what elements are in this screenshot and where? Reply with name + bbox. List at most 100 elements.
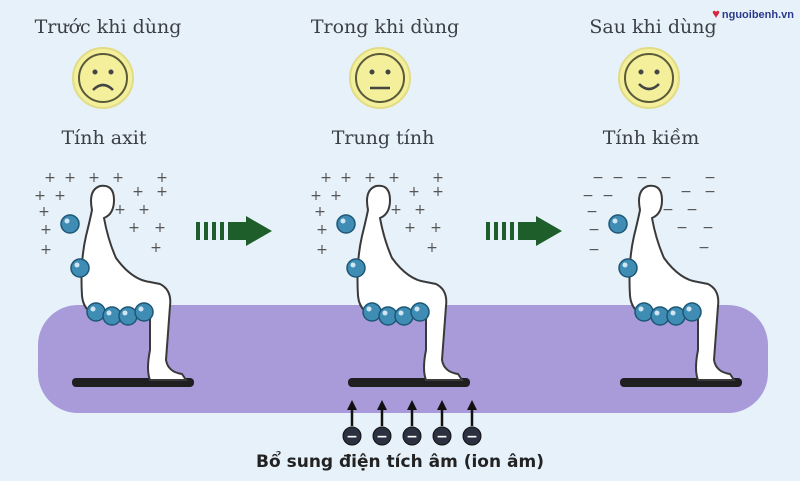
negative-ion-icon: − (342, 400, 362, 446)
charge-cloud: −−−−−−−−−−−−−−−−− (582, 170, 716, 258)
charge-symbol: − (704, 170, 716, 186)
negative-ion-icon: − (402, 400, 422, 446)
bead-highlight (64, 218, 70, 224)
logo-text: nguoibenh.vn (721, 9, 794, 21)
bead-highlight (654, 310, 660, 316)
bead-highlight (366, 306, 372, 312)
charge-symbol: − (588, 222, 600, 238)
seated-figure (608, 184, 742, 387)
negative-ion-icon: − (372, 400, 392, 446)
negative-ion-icon: − (462, 400, 482, 446)
charge-symbol: − (686, 202, 698, 218)
charge-symbol: + (340, 170, 352, 186)
charge-symbol: + (40, 242, 52, 258)
mat-band (38, 305, 768, 413)
ion-ball (402, 426, 422, 446)
charge-symbol: + (314, 204, 326, 220)
ion-sign: − (436, 429, 448, 445)
bead-highlight (138, 306, 144, 312)
charge-symbol: + (138, 202, 150, 218)
sad-face-icon (72, 47, 134, 109)
ion-arrow-head (347, 400, 357, 410)
charge-symbol: + (330, 188, 342, 204)
bead-highlight (670, 310, 676, 316)
bead-highlight (106, 310, 112, 316)
bead-highlight (622, 262, 628, 268)
body-outline (628, 184, 736, 381)
ion-sign: − (376, 429, 388, 445)
bead (682, 302, 702, 322)
bead-highlight (122, 310, 128, 316)
charge-symbol: + (40, 222, 52, 238)
bead-highlight (398, 310, 404, 316)
charge-symbol: − (660, 170, 672, 186)
neutral-face-icon (349, 47, 411, 109)
charge-symbol: + (44, 170, 56, 186)
stage-3-title: Sau khi dùng (589, 16, 717, 38)
ion-arrow-head (377, 400, 387, 410)
charge-symbol: + (112, 170, 124, 186)
stage-2-title: Trong khi dùng (310, 16, 460, 38)
bead (134, 302, 154, 322)
ion-arrow-head (437, 400, 447, 410)
bead-highlight (382, 310, 388, 316)
charge-cloud: +++++++++++++++++ (310, 170, 444, 258)
bead (666, 306, 686, 326)
charge-symbol: − (602, 188, 614, 204)
bead (118, 306, 138, 326)
charge-symbol: + (156, 170, 168, 186)
charge-symbol: + (64, 170, 76, 186)
body-outline (356, 184, 464, 381)
charge-symbol: + (432, 184, 444, 200)
charge-symbol: − (586, 204, 598, 220)
charge-cloud: +++++++++++++++++ (34, 170, 168, 258)
stage-1-title: Trước khi dùng (34, 16, 182, 38)
charge-symbol: − (704, 184, 716, 200)
seated-figure (60, 184, 194, 387)
bead (634, 302, 654, 322)
charge-symbol: + (408, 184, 420, 200)
charge-symbol: + (364, 170, 376, 186)
charge-symbol: − (698, 240, 710, 256)
charge-symbol: + (128, 220, 140, 236)
bead (86, 302, 106, 322)
charge-symbol: − (662, 202, 674, 218)
bead (394, 306, 414, 326)
charge-symbol: − (612, 170, 624, 186)
charge-symbol: + (432, 170, 444, 186)
bead-highlight (686, 306, 692, 312)
charge-symbol: + (316, 242, 328, 258)
charge-symbol: + (430, 220, 442, 236)
charge-symbol: + (150, 240, 162, 256)
charge-symbol: − (592, 170, 604, 186)
charge-symbol: + (320, 170, 332, 186)
stage-2-state: Trung tính (331, 127, 435, 149)
negative-ion-icon: − (432, 400, 452, 446)
bead (70, 258, 90, 278)
bead (618, 258, 638, 278)
happy-face-icon (618, 47, 680, 109)
charge-symbol: − (680, 184, 692, 200)
charge-symbol: + (38, 204, 50, 220)
charge-symbol: + (88, 170, 100, 186)
charge-symbol: + (132, 184, 144, 200)
ion-ball (462, 426, 482, 446)
bead (60, 214, 80, 234)
charge-symbol: + (154, 220, 166, 236)
stage-1-state: Tính axit (61, 127, 147, 149)
charge-symbol: + (404, 220, 416, 236)
charge-symbol: − (702, 220, 714, 236)
charge-symbol: − (582, 188, 594, 204)
charge-symbol: + (414, 202, 426, 218)
charge-symbol: + (316, 222, 328, 238)
bead (346, 258, 366, 278)
arrow-icon (196, 216, 272, 246)
ion-ball (342, 426, 362, 446)
ion-sign: − (466, 429, 478, 445)
seated-figure (336, 184, 470, 387)
charge-symbol: + (390, 202, 402, 218)
charge-symbol: + (114, 202, 126, 218)
site-logo[interactable]: ♥nguoibenh.vn (712, 6, 794, 21)
